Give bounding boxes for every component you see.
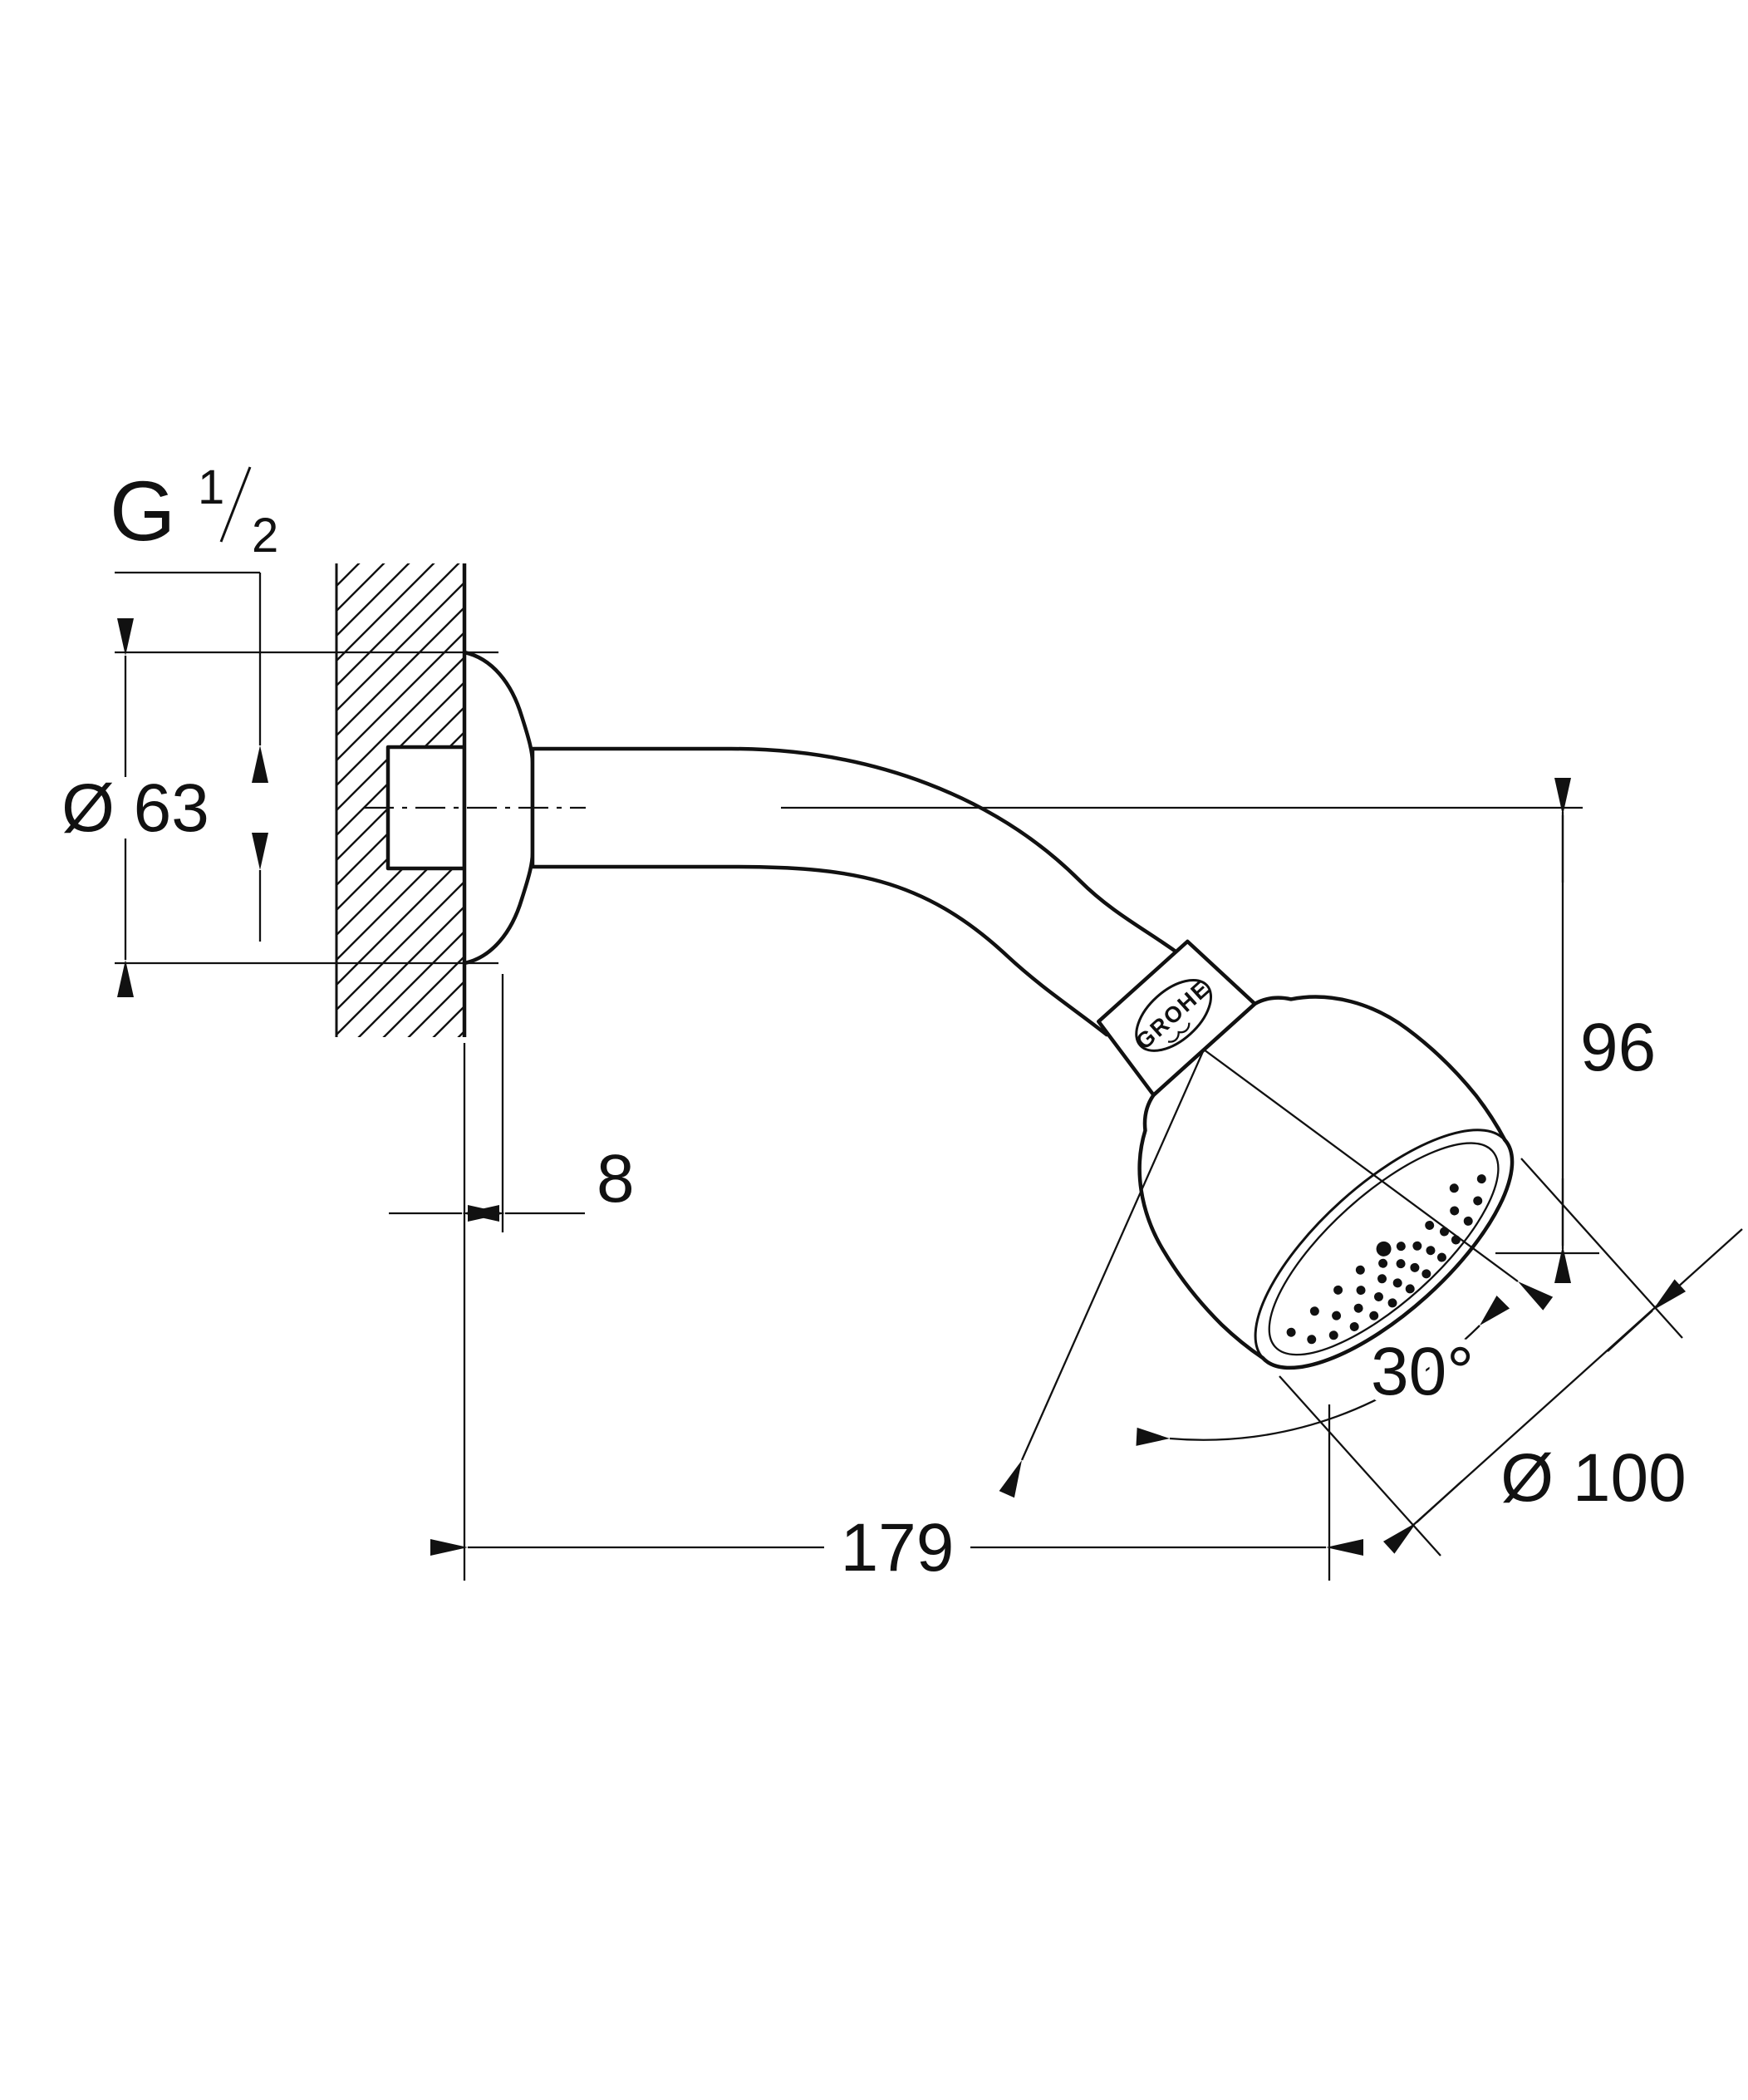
flange-diameter-value: Ø 63 <box>61 770 209 846</box>
grohe-wave-icon <box>1167 1022 1191 1043</box>
head-diameter-value: Ø 100 <box>1500 1440 1686 1516</box>
flange-depth-value: 8 <box>597 1141 635 1217</box>
face-center-cap <box>1376 1241 1392 1257</box>
shower-arm <box>530 746 1184 1037</box>
arm-length-value: 179 <box>841 1510 955 1586</box>
spray-angle-value: 30° <box>1371 1334 1474 1409</box>
dim-flange-depth: 8 <box>389 974 635 1232</box>
drop-height-value: 96 <box>1580 1010 1656 1085</box>
thread-fraction-denominator: 2 <box>252 509 278 563</box>
dim-thread-label: G 1 2 <box>110 460 278 942</box>
thread-fraction-numerator: 1 <box>198 460 224 514</box>
angle-arc-arrow <box>1480 1295 1510 1325</box>
dim-spray-angle: 30° <box>999 1049 1554 1498</box>
dim-arm-length: 179 <box>430 1043 1363 1586</box>
angle-leg <box>999 1049 1205 1498</box>
fraction-slash <box>219 466 252 543</box>
angle-arc <box>1169 1325 1480 1441</box>
spray-face-rim <box>1254 1129 1514 1370</box>
thread-letter: G <box>110 464 175 558</box>
angle-leg <box>1203 1049 1554 1311</box>
dim-drop-height: 96 <box>781 778 1664 1283</box>
angle-arc-arrow <box>1136 1427 1170 1446</box>
spray-face-inner-rim <box>1268 1142 1500 1356</box>
nozzle-dots <box>1286 1160 1486 1345</box>
dim-arrow <box>1607 1279 1687 1352</box>
shower-head: GROHE <box>1097 939 1515 1370</box>
dim-flange-diameter: Ø 63 <box>61 618 498 997</box>
ext-line <box>1520 1158 1683 1339</box>
dim-arrow <box>1382 1480 1463 1554</box>
dim-head-diameter: Ø 100 <box>1279 1158 1743 1557</box>
thread-nipple <box>385 745 467 871</box>
grohe-badge: GROHE <box>1131 976 1215 1055</box>
